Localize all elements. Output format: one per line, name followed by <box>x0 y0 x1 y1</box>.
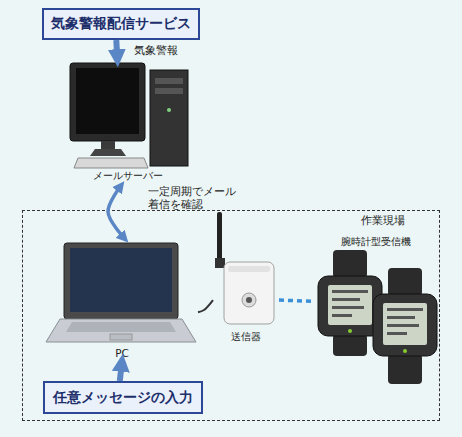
keyboard <box>74 158 148 168</box>
monitor-bezel <box>70 63 145 141</box>
laptop-screen <box>70 248 172 312</box>
watch-display-line <box>332 306 364 309</box>
node-label: 腕時計型受信機 <box>313 235 439 249</box>
monitor-screen <box>76 68 139 134</box>
transmitter-lens-center <box>246 297 252 303</box>
watch-display-line <box>387 308 423 311</box>
watch-strap <box>388 268 422 296</box>
pc: PC <box>46 239 198 361</box>
transmitter-body <box>224 262 274 324</box>
node-label: 作業現場 <box>361 214 405 228</box>
monitor-base <box>90 149 126 156</box>
edge-label: 気象警報 <box>134 44 178 57</box>
node-label: 気象警報配信サービス <box>51 15 191 33</box>
transmitter-bevel <box>228 266 270 272</box>
pc-tower <box>150 70 188 166</box>
watch-screen <box>383 303 427 345</box>
watch-strap <box>333 250 367 278</box>
watch-display-line <box>332 298 360 301</box>
laptop-keyboard <box>66 322 176 332</box>
monitor-neck <box>101 141 115 150</box>
node-label: 任意メッセージの入力 <box>53 389 193 407</box>
watch-screen <box>328 285 372 325</box>
watch-button <box>348 329 352 333</box>
watch-strap <box>333 334 367 356</box>
laptop-lid <box>64 243 178 319</box>
watch-display-line <box>332 290 368 293</box>
watch-display-line <box>387 324 419 327</box>
power-lamp <box>167 108 171 112</box>
node-label: PC <box>46 347 198 359</box>
touchpad <box>110 334 132 340</box>
drive-bay <box>155 78 183 84</box>
input-arrow <box>120 361 122 381</box>
node-label: 送信器 <box>213 330 279 344</box>
service-box: 気象警報配信サービス <box>42 8 200 40</box>
polling-arrow <box>108 185 125 239</box>
watch-display-line <box>387 332 407 335</box>
watch-case <box>318 276 382 336</box>
usb-cable <box>198 300 213 312</box>
watch-display-line <box>387 316 415 319</box>
watch-strap <box>388 354 422 384</box>
watch-display-line <box>332 314 352 317</box>
site-area: 作業現場 PC 送信器 腕時計型受信機任意メッセージの入力 <box>22 210 440 421</box>
watch-receiver: 腕時計型受信機 <box>313 231 439 391</box>
drive-bay <box>155 88 183 94</box>
radio-signal <box>279 300 313 301</box>
input-box: 任意メッセージの入力 <box>43 381 203 414</box>
node-label: メールサーバー <box>62 169 194 183</box>
laptop-base <box>46 319 196 342</box>
edge-label: 一定周期でメール 着信を確認 <box>148 185 244 211</box>
watch-case <box>373 294 437 356</box>
watch-button <box>403 349 407 353</box>
antenna <box>217 212 222 264</box>
mail-server: メールサーバー <box>62 60 194 185</box>
transmitter-lens <box>242 293 256 307</box>
antenna-base <box>215 258 225 268</box>
transmitter: 送信器 <box>213 211 279 348</box>
warning-arrow <box>116 40 117 60</box>
